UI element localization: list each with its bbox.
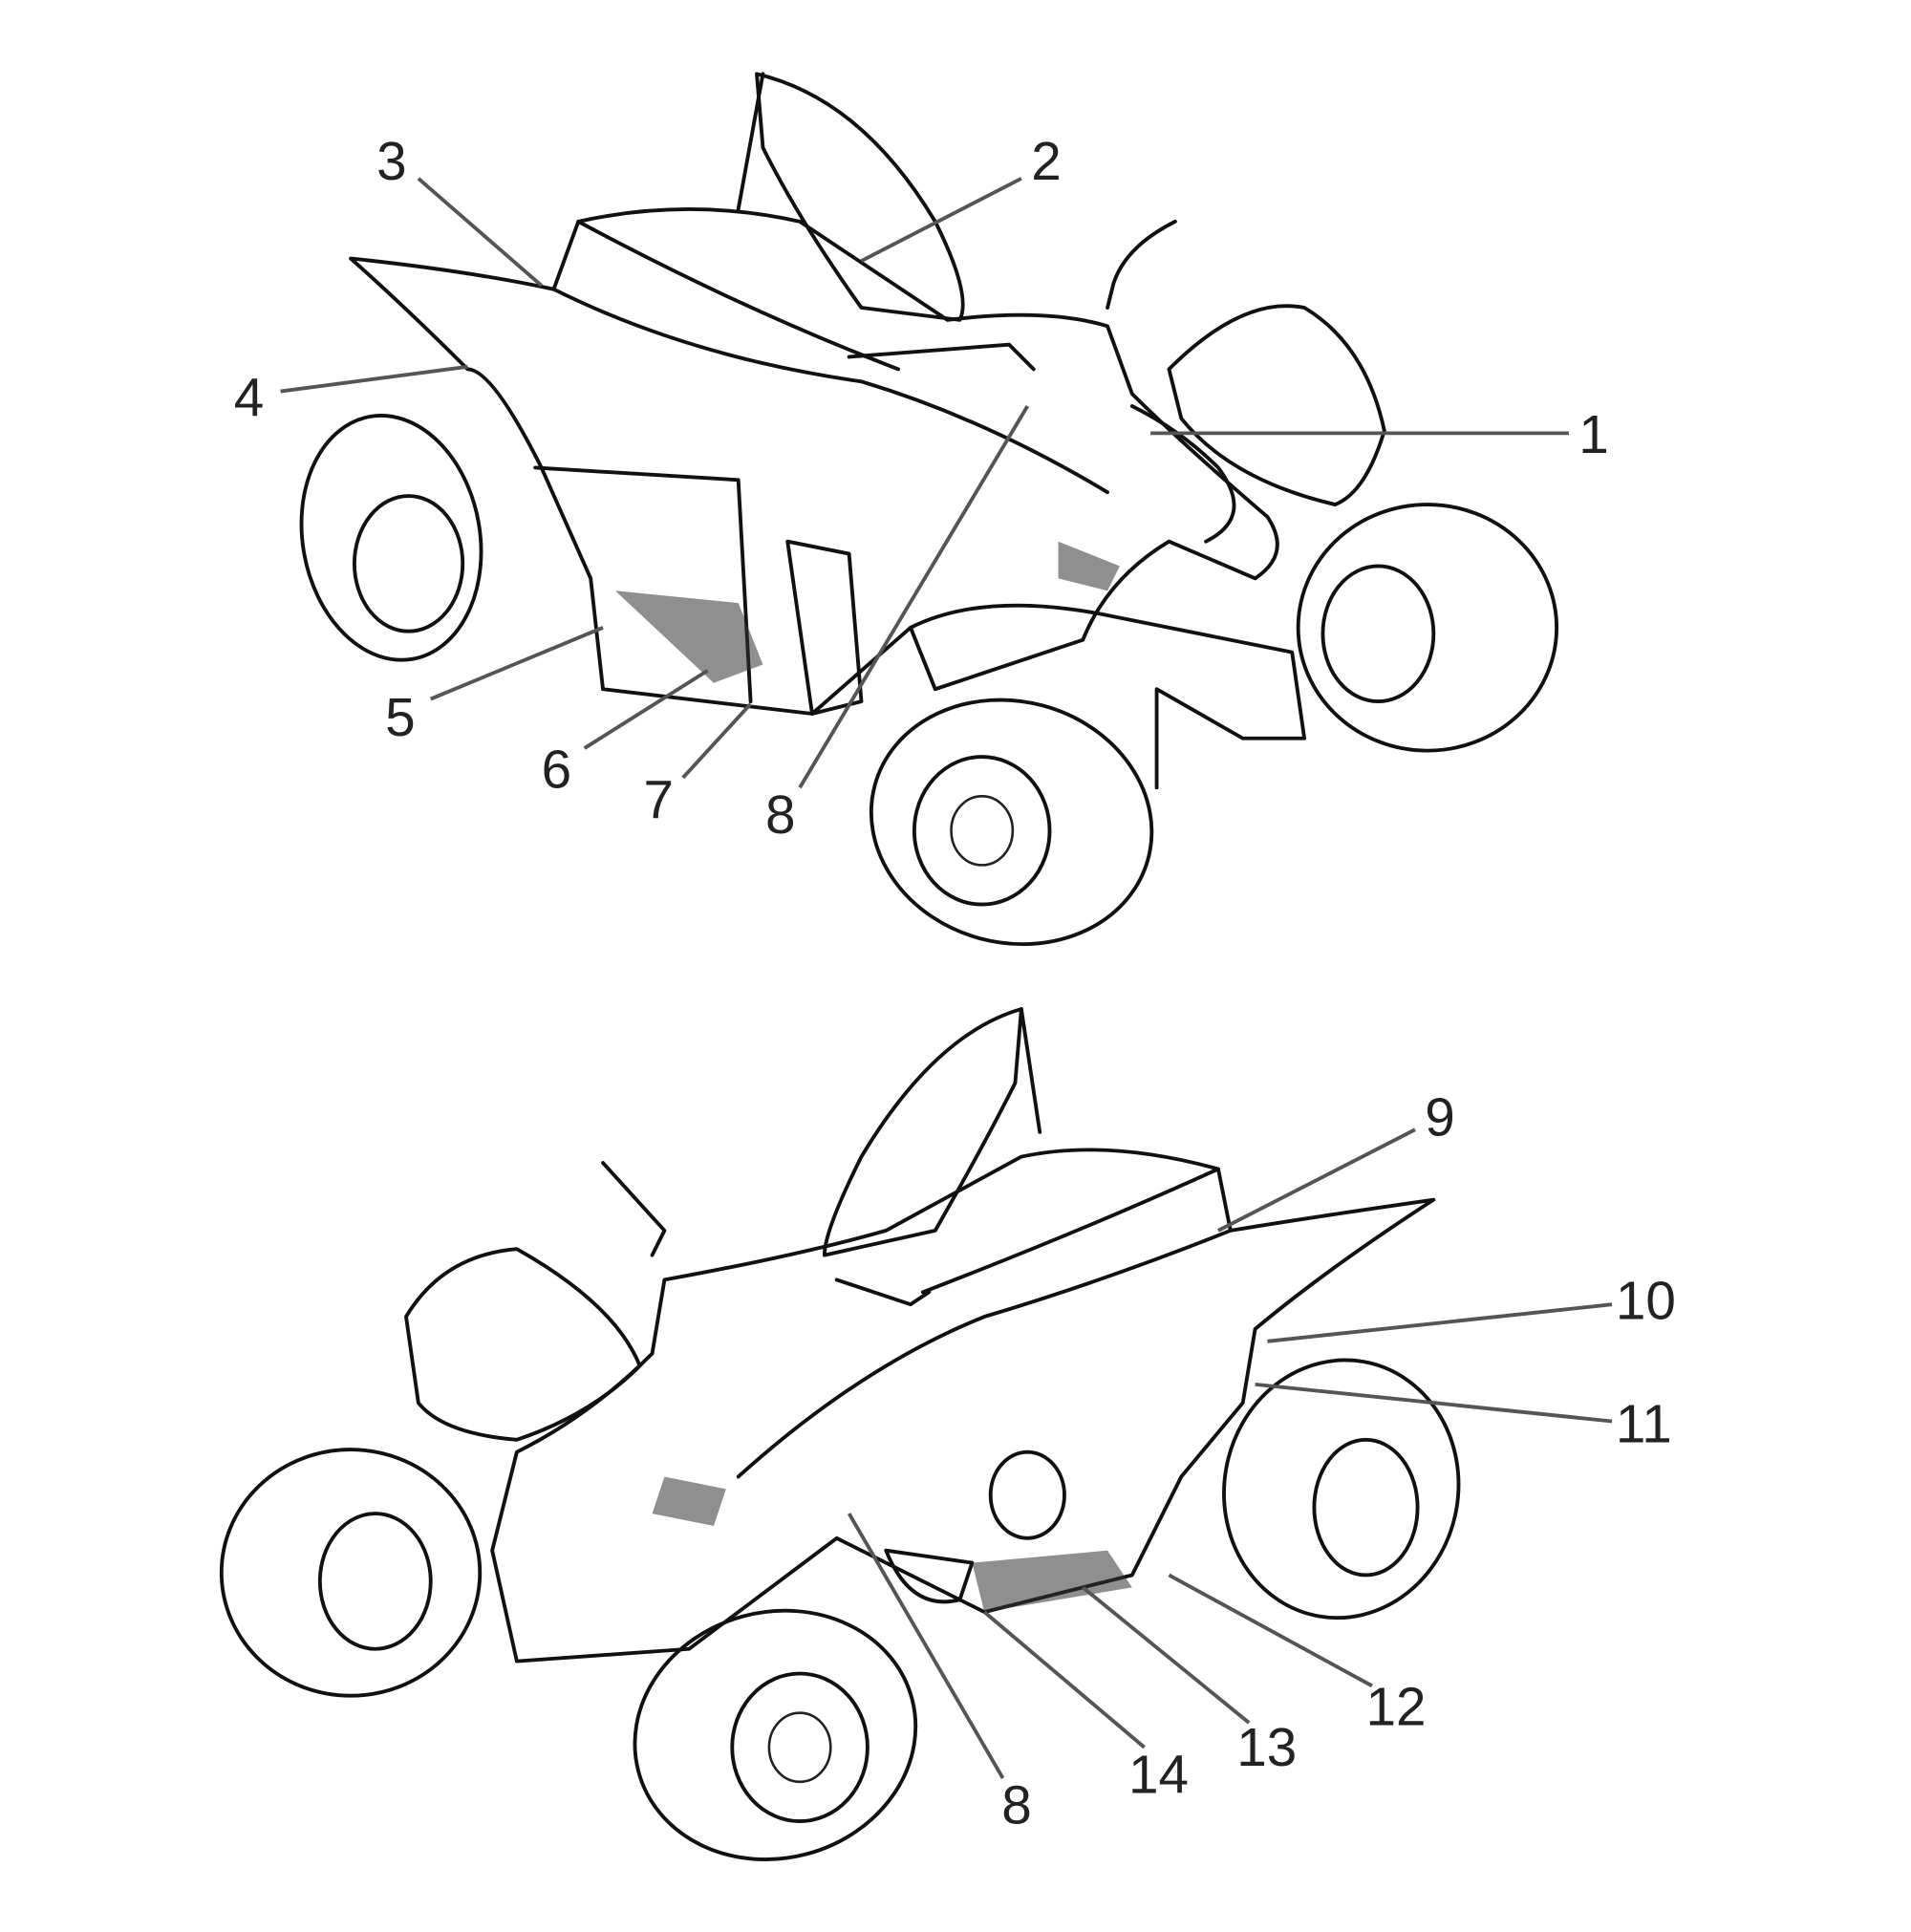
front-left-wheel-2 [219,1448,483,1698]
callout-14: 14 [1128,1745,1189,1805]
callout-9: 9 [1425,1088,1455,1148]
callout-11: 11 [1616,1394,1672,1454]
callout-13: 13 [1236,1718,1297,1778]
callout-5: 5 [385,688,416,748]
callout-7: 7 [644,770,675,830]
body-outline-2 [490,1148,1436,1664]
callout-8-top: 8 [765,785,796,846]
callout-6: 6 [542,740,572,800]
leader-lines [280,177,1613,1779]
callout-2: 2 [1031,132,1062,192]
front-left-wheel [869,698,1154,947]
rear-left-hub [352,494,465,633]
front-right-wheel-2 [633,1608,918,1861]
body-outline [349,207,1279,716]
callout-labels: 1 2 3 4 5 6 7 8 9 10 11 12 13 14 8 [234,132,1676,1836]
callout-1: 1 [1578,405,1609,465]
front-right-wheel [1296,503,1559,753]
front-right-hub [1321,564,1436,704]
flag [755,72,965,322]
atv-bottom-view [219,1007,1461,1861]
callout-12: 12 [1365,1678,1426,1738]
atv-top-view [299,72,1559,947]
callout-8-bottom: 8 [1001,1776,1032,1836]
front-left-hub [912,755,1052,907]
rear-fender [1167,304,1386,506]
flag-2 [822,1007,1023,1257]
front-fender [404,1247,642,1442]
callout-4: 4 [234,368,265,428]
rear-left-wheel [299,414,483,662]
callout-3: 3 [376,132,407,192]
rear-right-wheel [1222,1358,1461,1621]
callout-10: 10 [1616,1272,1676,1332]
